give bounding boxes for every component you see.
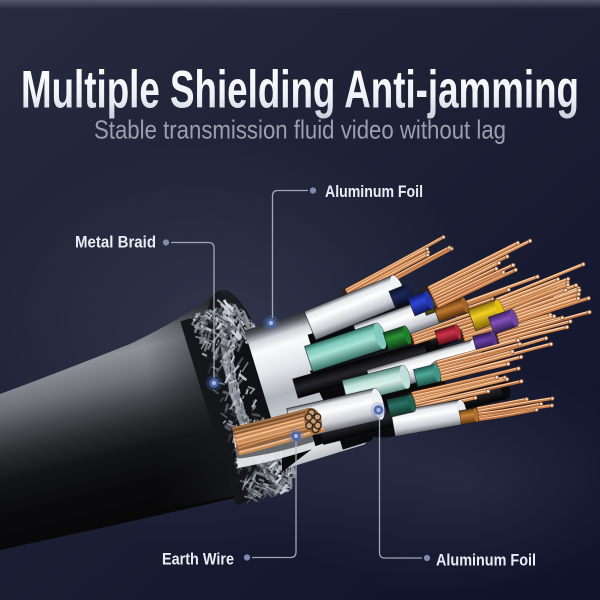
svg-text:Multiple Shielding Anti-jammin: Multiple Shielding Anti-jamming <box>21 61 579 120</box>
svg-text:Stable transmission fluid vide: Stable transmission fluid video without … <box>94 115 506 145</box>
svg-text:Aluminum Foil: Aluminum Foil <box>436 552 536 570</box>
svg-text:Metal Braid: Metal Braid <box>75 234 156 252</box>
svg-text:Earth Wire: Earth Wire <box>162 551 234 569</box>
svg-text:Aluminum Foil: Aluminum Foil <box>325 183 423 201</box>
